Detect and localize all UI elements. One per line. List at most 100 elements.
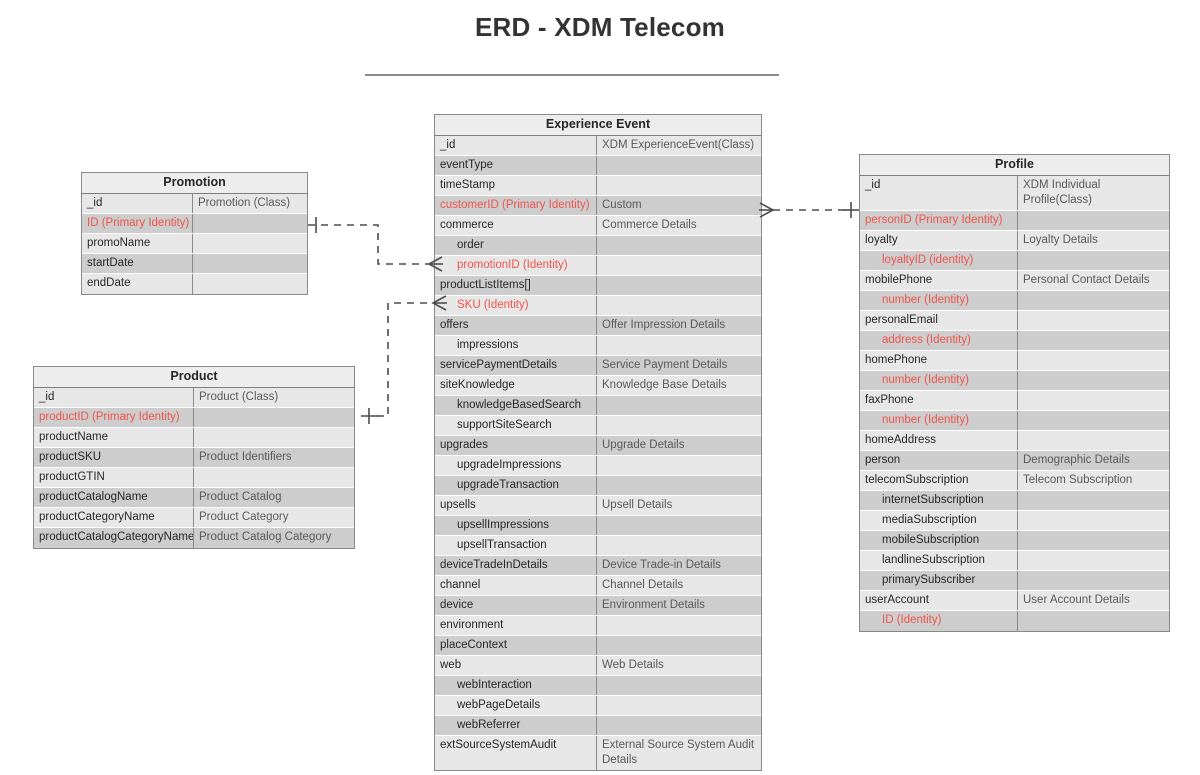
row-field-type: Environment Details bbox=[602, 599, 705, 611]
table-row[interactable]: order bbox=[435, 236, 761, 256]
table-row[interactable]: homeAddress bbox=[860, 431, 1169, 451]
table-row[interactable]: landlineSubscription bbox=[860, 551, 1169, 571]
row-field-name: homeAddress bbox=[860, 431, 1018, 450]
table-row[interactable]: mediaSubscription bbox=[860, 511, 1169, 531]
table-row[interactable]: impressions bbox=[435, 336, 761, 356]
table-row[interactable]: promoName bbox=[82, 234, 307, 254]
table-row[interactable]: _id Product (Class) bbox=[34, 388, 354, 408]
row-field-type bbox=[193, 214, 307, 233]
table-row[interactable]: personalEmail bbox=[860, 311, 1169, 331]
row-field-type bbox=[1018, 611, 1169, 631]
table-row[interactable]: upsellTransaction bbox=[435, 536, 761, 556]
table-row[interactable]: productGTIN bbox=[34, 468, 354, 488]
table-row[interactable]: customerID (Primary Identity)Custom bbox=[435, 196, 761, 216]
table-row[interactable]: number (Identity) bbox=[860, 411, 1169, 431]
row-field-name: ID (Identity) bbox=[860, 611, 1018, 631]
table-row[interactable]: productListItems[] bbox=[435, 276, 761, 296]
table-row[interactable]: upgradeTransaction bbox=[435, 476, 761, 496]
row-field-name: web bbox=[435, 656, 597, 675]
table-row[interactable]: personID (Primary Identity) bbox=[860, 211, 1169, 231]
table-row[interactable]: address (Identity) bbox=[860, 331, 1169, 351]
row-field-type: XDM Individual Profile(Class) bbox=[1023, 179, 1101, 206]
table-row[interactable]: placeContext bbox=[435, 636, 761, 656]
row-field-name: loyaltyID (identity) bbox=[860, 251, 1018, 270]
row-field-type: Product (Class) bbox=[199, 391, 279, 403]
table-row[interactable]: webReferrer bbox=[435, 716, 761, 736]
row-field-name: mediaSubscription bbox=[860, 511, 1018, 530]
table-row[interactable]: loyaltyID (identity) bbox=[860, 251, 1169, 271]
table-row[interactable]: faxPhone bbox=[860, 391, 1169, 411]
row-field-name: productCatalogCategoryName bbox=[34, 528, 194, 548]
row-field-type bbox=[597, 416, 761, 435]
row-field-type bbox=[1018, 551, 1169, 570]
table-row[interactable]: upgradeImpressions bbox=[435, 456, 761, 476]
row-field-type bbox=[1018, 391, 1169, 410]
row-field-type bbox=[194, 468, 354, 487]
table-row[interactable]: webPageDetails bbox=[435, 696, 761, 716]
table-row[interactable]: web Web Details bbox=[435, 656, 761, 676]
table-row[interactable]: eventType bbox=[435, 156, 761, 176]
row-field-name: knowledgeBasedSearch bbox=[435, 396, 597, 415]
table-row[interactable]: ID (Primary Identity) bbox=[82, 214, 307, 234]
table-row[interactable]: supportSiteSearch bbox=[435, 416, 761, 436]
row-field-type: Web Details bbox=[602, 659, 664, 671]
row-field-type bbox=[597, 476, 761, 495]
table-row[interactable]: promotionID (Identity) bbox=[435, 256, 761, 276]
row-field-name: environment bbox=[435, 616, 597, 635]
row-field-name: _id bbox=[860, 176, 1018, 210]
row-field-type bbox=[1018, 291, 1169, 310]
table-row[interactable]: SKU (Identity) bbox=[435, 296, 761, 316]
row-field-name: _id bbox=[34, 388, 194, 407]
table-row[interactable]: number (Identity) bbox=[860, 371, 1169, 391]
table-row[interactable]: internetSubscription bbox=[860, 491, 1169, 511]
row-field-type bbox=[597, 516, 761, 535]
table-row[interactable]: webInteraction bbox=[435, 676, 761, 696]
table-row[interactable]: number (Identity) bbox=[860, 291, 1169, 311]
row-field-type: User Account Details bbox=[1023, 594, 1130, 606]
table-row[interactable]: upsellImpressions bbox=[435, 516, 761, 536]
table-row[interactable]: primarySubscriber bbox=[860, 571, 1169, 591]
table-row[interactable]: ID (Identity) bbox=[860, 611, 1169, 631]
table-row[interactable]: productName bbox=[34, 428, 354, 448]
row-field-type: Loyalty Details bbox=[1023, 234, 1098, 246]
table-row[interactable]: endDate bbox=[82, 274, 307, 294]
table-row[interactable]: mobileSubscription bbox=[860, 531, 1169, 551]
row-field-name: eventType bbox=[435, 156, 597, 175]
table-row[interactable]: knowledgeBasedSearch bbox=[435, 396, 761, 416]
row-field-type bbox=[597, 396, 761, 415]
table-row[interactable]: homePhone bbox=[860, 351, 1169, 371]
table-row[interactable]: startDate bbox=[82, 254, 307, 274]
table-row[interactable]: environment bbox=[435, 616, 761, 636]
table-row[interactable]: productID (Primary Identity) bbox=[34, 408, 354, 428]
row-field-type bbox=[597, 616, 761, 635]
table-row[interactable]: timeStamp bbox=[435, 176, 761, 196]
